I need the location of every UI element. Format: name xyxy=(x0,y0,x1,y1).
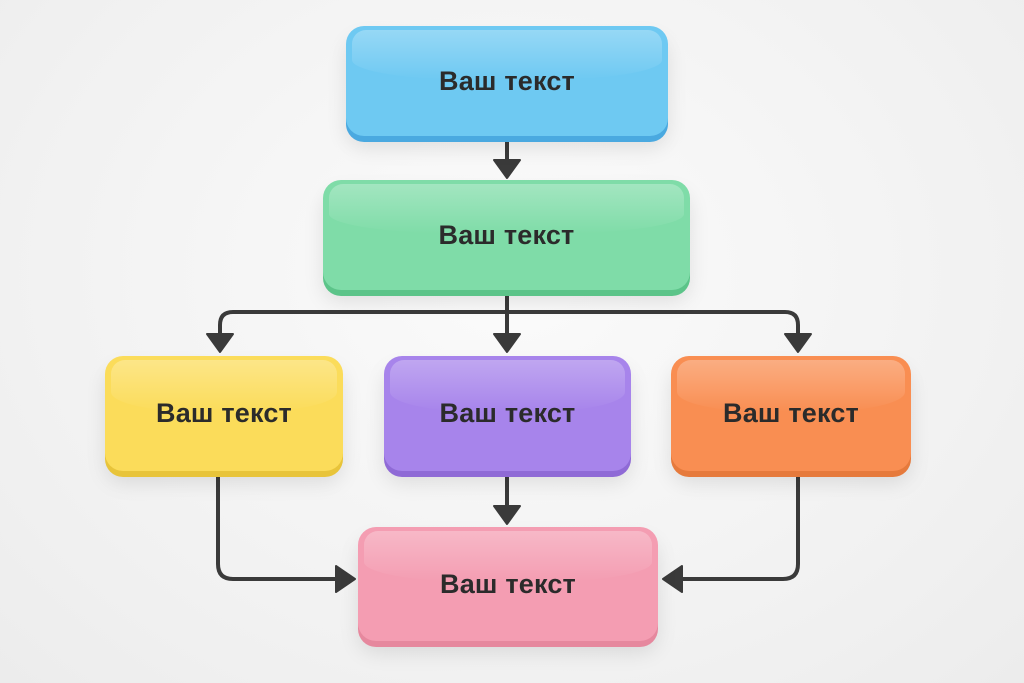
node-right-label: Ваш текст xyxy=(723,398,859,428)
node-center[interactable]: Ваш текст xyxy=(384,356,631,471)
edge-n2-n5 xyxy=(505,310,800,339)
node-bottom[interactable]: Ваш текст xyxy=(358,527,658,641)
arrowhead-n5-n6 xyxy=(662,565,683,593)
node-center-label: Ваш текст xyxy=(439,398,576,428)
arrowhead-n2-n3 xyxy=(206,333,234,353)
node-left-label: Ваш текст xyxy=(156,398,292,428)
edge-n3-n6 xyxy=(216,469,340,581)
node-bottom-label: Ваш текст xyxy=(440,568,576,599)
arrowhead-n2-n5 xyxy=(784,333,812,353)
node-left[interactable]: Ваш текст xyxy=(105,356,343,471)
node-top[interactable]: Ваш текст xyxy=(346,26,668,136)
node-right[interactable]: Ваш текст xyxy=(671,356,911,471)
node-top-label: Ваш текст xyxy=(439,65,575,96)
arrowhead-n3-n6 xyxy=(335,565,356,593)
node-second[interactable]: Ваш текст xyxy=(323,180,690,290)
arrowhead-n1-n2 xyxy=(493,159,521,179)
arrowhead-n4-n6 xyxy=(493,505,521,525)
node-second-label: Ваш текст xyxy=(438,219,575,250)
edge-n5-n6 xyxy=(678,469,800,581)
edge-n2-n3 xyxy=(218,310,509,339)
arrowhead-n2-n4 xyxy=(493,333,521,353)
